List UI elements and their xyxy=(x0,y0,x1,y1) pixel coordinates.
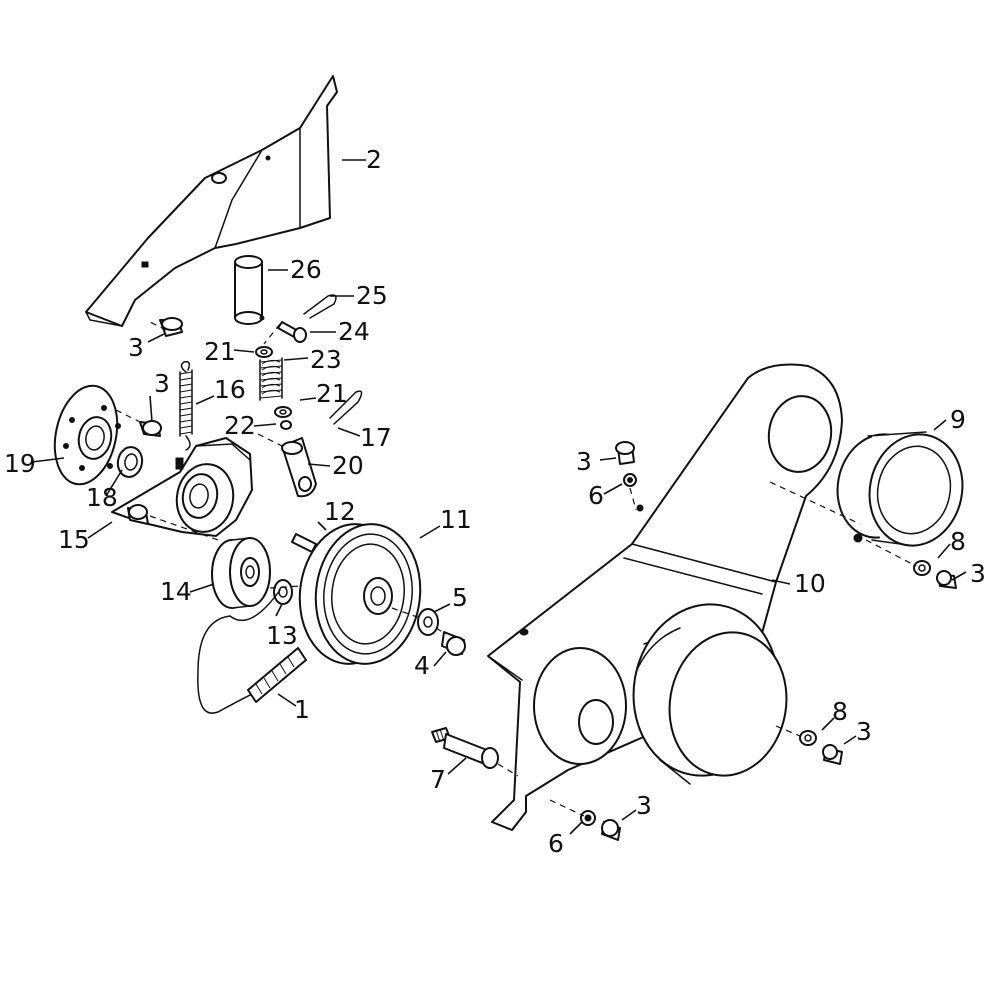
callout-12: 12 xyxy=(324,497,356,526)
callout-15: 15 xyxy=(58,525,90,554)
part-25-hairpin-clip xyxy=(303,294,337,319)
part-26-sleeve xyxy=(234,255,265,325)
part-17-clip xyxy=(329,390,363,425)
part-12-key xyxy=(291,533,317,553)
callout-10: 10 xyxy=(794,569,826,598)
callout-18: 18 xyxy=(86,483,118,512)
part-13-nut xyxy=(273,579,293,605)
part-3-bolt-housing-top xyxy=(615,441,635,465)
callout-2: 2 xyxy=(366,145,382,174)
callout-26: 26 xyxy=(290,255,322,284)
callout-6-bottom: 6 xyxy=(548,829,564,858)
part-8-washer-tube xyxy=(799,730,817,746)
assembly-lines xyxy=(115,321,917,817)
callout-11: 11 xyxy=(440,505,472,534)
callout-16: 16 xyxy=(214,375,246,404)
part-3-bolt-plate xyxy=(127,504,149,525)
part-20-fork xyxy=(281,437,317,498)
callout-23: 23 xyxy=(310,345,342,374)
part-2-upper-bracket xyxy=(85,75,338,327)
callout-7: 7 xyxy=(430,765,446,794)
callout-14: 14 xyxy=(160,577,192,606)
leader-lines xyxy=(31,159,967,835)
part-3-bolt-housing-bottom xyxy=(601,819,621,841)
callout-13: 13 xyxy=(266,621,298,650)
callout-3-bottom: 3 xyxy=(636,791,652,820)
callout-6-top: 6 xyxy=(588,481,604,510)
callout-20: 20 xyxy=(332,451,364,480)
callout-21-lower: 21 xyxy=(316,379,348,408)
callout-labels: 2 26 25 24 3 21 23 3 16 21 22 17 19 20 1… xyxy=(4,145,986,858)
callout-3-tube: 3 xyxy=(856,717,872,746)
callout-21-upper: 21 xyxy=(204,337,236,366)
callout-3-cap: 3 xyxy=(970,559,986,588)
callout-3-hub: 3 xyxy=(154,369,170,398)
part-6-washer-housing-bottom xyxy=(580,810,596,826)
callout-17: 17 xyxy=(360,423,392,452)
part-24-pin xyxy=(277,321,307,343)
part-3-bolt-tube xyxy=(822,744,843,765)
part-10-housing xyxy=(487,363,843,831)
callout-24: 24 xyxy=(338,317,370,346)
callout-8-tube: 8 xyxy=(832,697,848,726)
callout-9: 9 xyxy=(950,405,966,434)
callout-8-cap: 8 xyxy=(950,527,966,556)
callout-1: 1 xyxy=(294,695,310,724)
callout-5: 5 xyxy=(452,583,468,612)
part-16-extension-spring xyxy=(179,360,193,451)
part-18-bearing-ring xyxy=(116,446,144,478)
part-7-stud xyxy=(431,727,499,769)
part-5-washer xyxy=(417,608,439,636)
part-4-bolt xyxy=(441,631,466,656)
part-1-v-belt xyxy=(197,589,307,714)
callout-3-upper: 3 xyxy=(128,333,144,362)
callout-3-housing-top: 3 xyxy=(576,447,592,476)
part-11-pulley xyxy=(298,523,422,665)
part-6-washer-housing-top xyxy=(623,473,637,487)
callout-25: 25 xyxy=(356,281,388,310)
part-23-spring xyxy=(259,357,283,401)
part-3-bolt-hub xyxy=(139,420,162,437)
part-3-bolt-upper xyxy=(159,317,183,337)
part-8-washer-cap xyxy=(913,560,931,576)
callout-22: 22 xyxy=(224,411,256,440)
callout-19: 19 xyxy=(4,449,36,478)
part-22-pin xyxy=(280,420,292,430)
part-14-idler-roller xyxy=(211,537,271,609)
part-9-cap xyxy=(836,430,964,550)
part-21-washer-lower xyxy=(274,406,292,418)
callout-4: 4 xyxy=(414,651,430,680)
part-21-washer-upper xyxy=(255,346,273,358)
part-19-hub-flange xyxy=(53,384,121,486)
part-3-bolt-cap xyxy=(936,570,957,589)
